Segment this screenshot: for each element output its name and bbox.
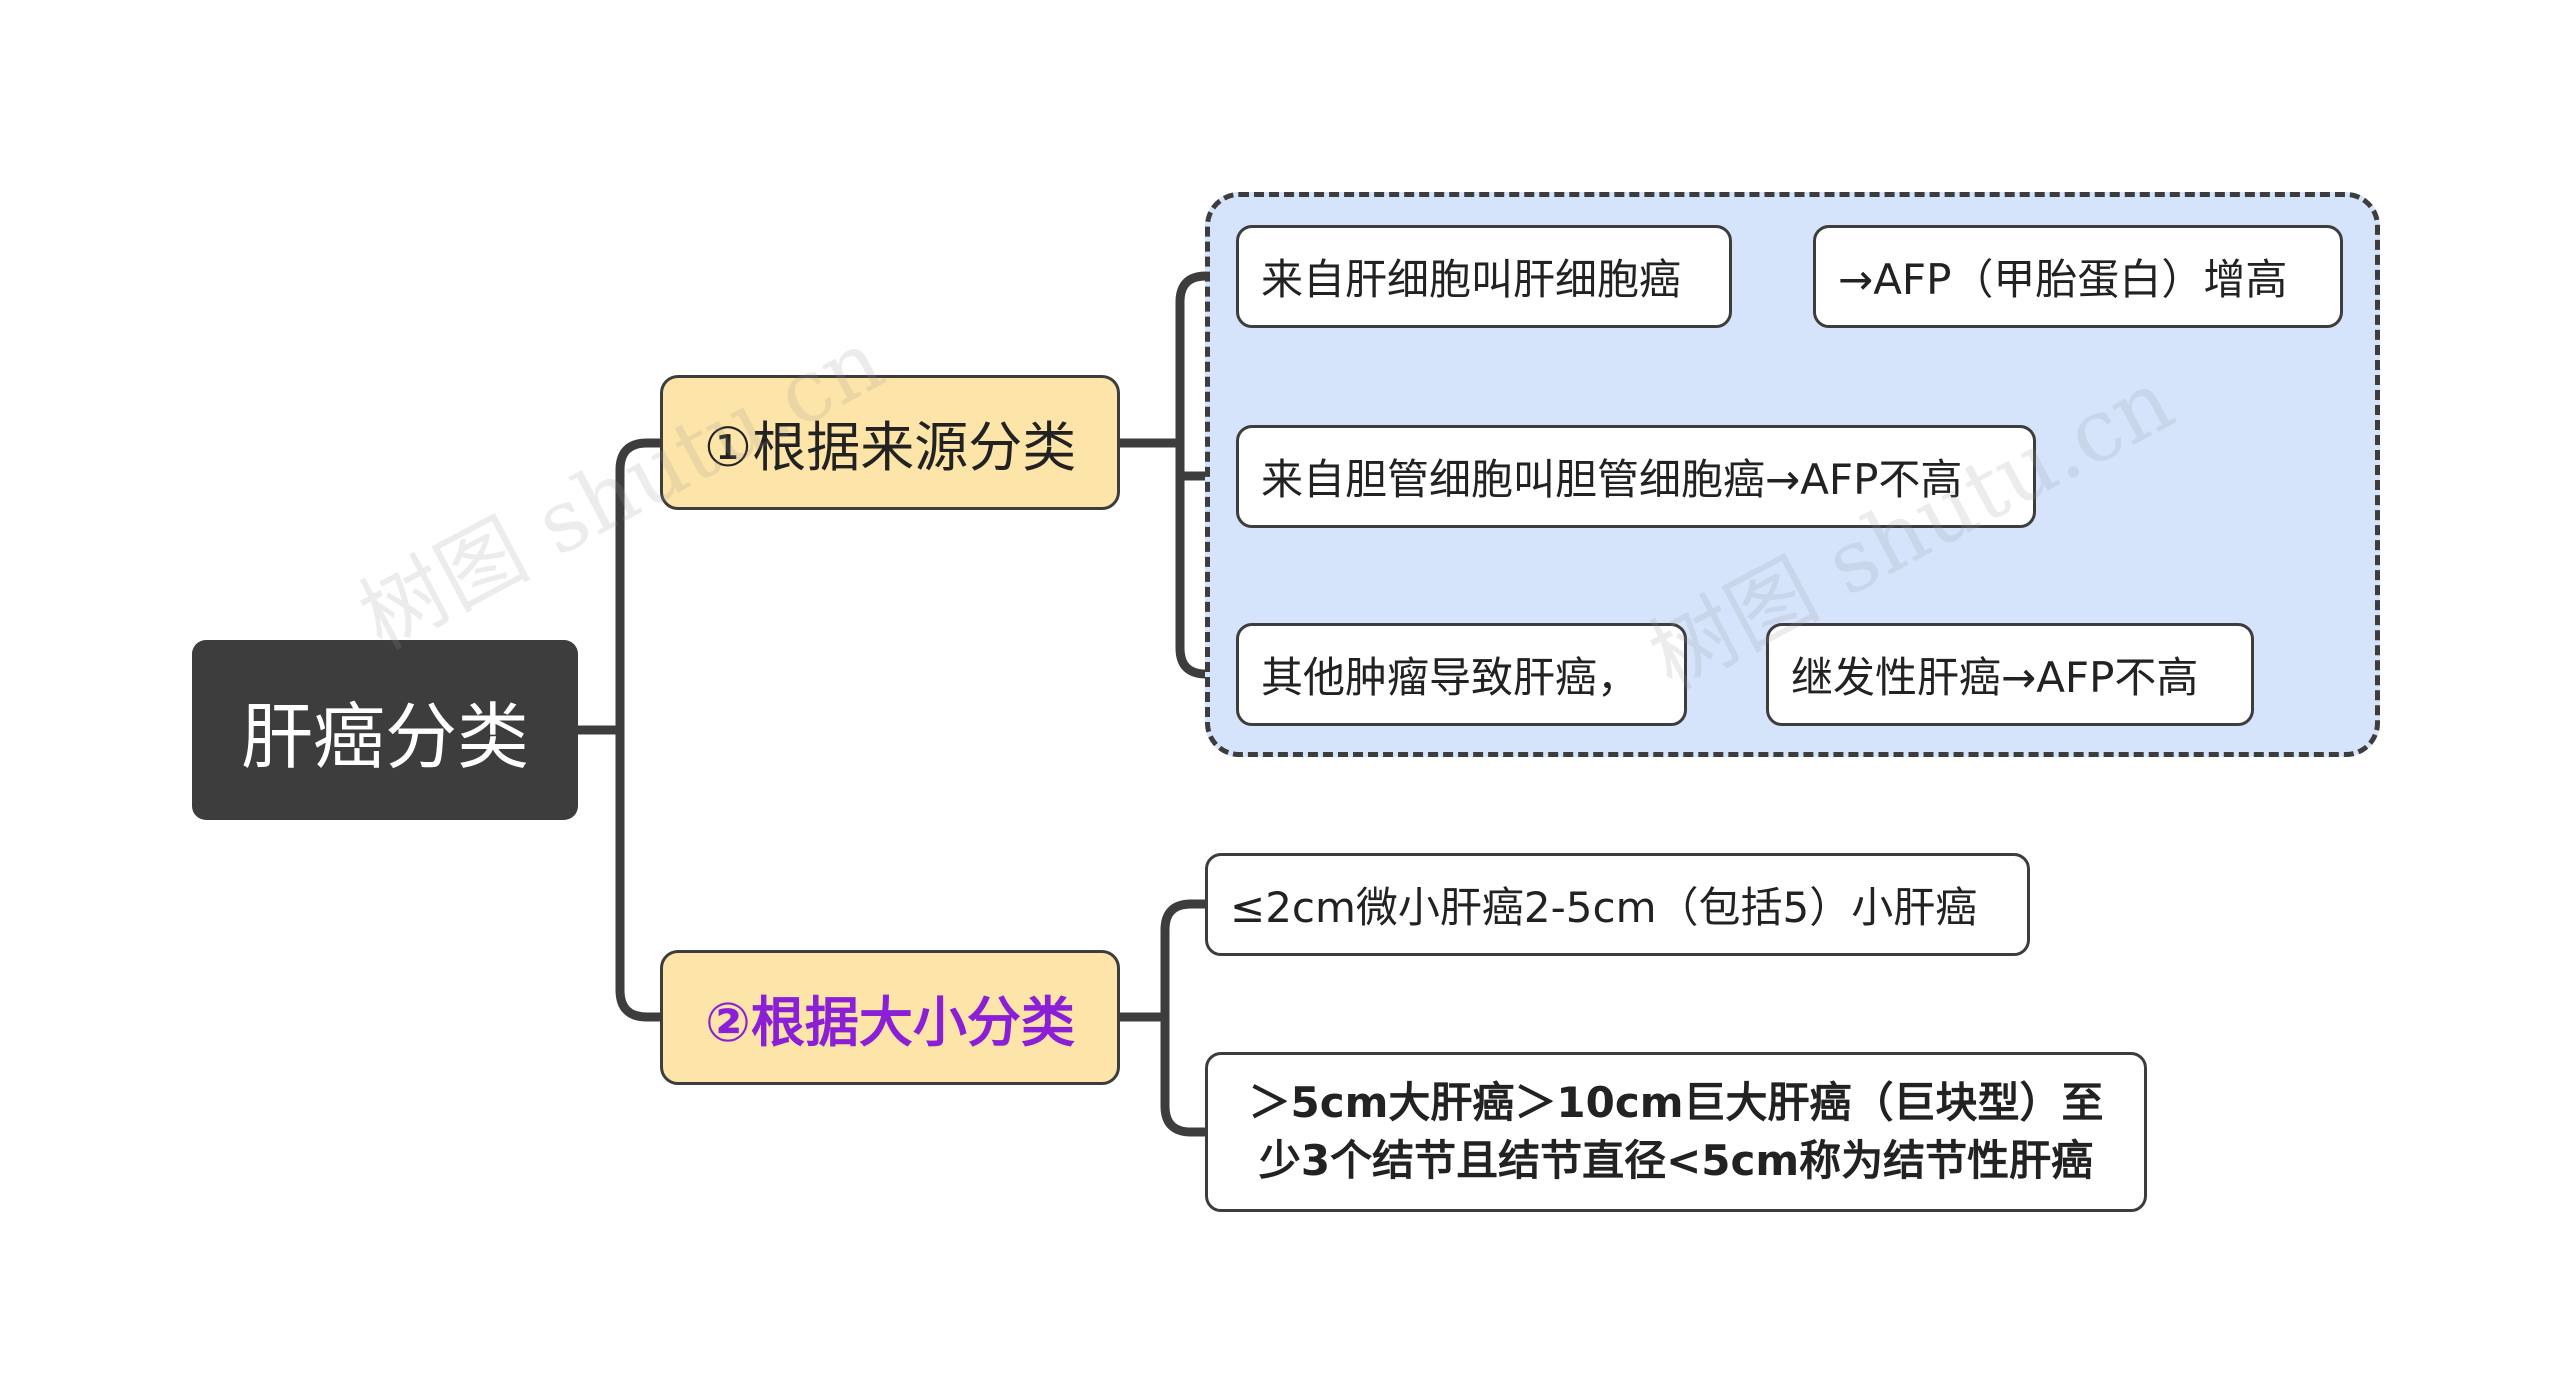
branch-label: ②根据大小分类 bbox=[705, 991, 1075, 1054]
leaf-label: 来自肝细胞叫肝细胞癌 bbox=[1261, 255, 1682, 304]
leaf-label: 继发性肝癌→AFP不高 bbox=[1791, 653, 2199, 702]
connector-branch2-leaf1 bbox=[1160, 899, 1210, 1022]
leaf-label-line-2: 少3个结节且结节直径<5cm称为结节性肝癌 bbox=[1258, 1136, 2094, 1185]
leaf-label-line-1: ＞5cm大肝癌＞10cm巨大肝癌（巨块型）至 bbox=[1248, 1078, 2104, 1127]
leaf-label: 其他肿瘤导致肝癌， bbox=[1261, 653, 1640, 702]
leaf-node-other-tumor[interactable]: 其他肿瘤导致肝癌， bbox=[1236, 623, 1687, 726]
leaf-node-cholangiocellular[interactable]: 来自胆管细胞叫胆管细胞癌→AFP不高 bbox=[1236, 425, 2036, 528]
root-node[interactable]: 肝癌分类 bbox=[192, 640, 578, 820]
leaf-node-afp-high[interactable]: →AFP（甲胎蛋白）增高 bbox=[1813, 225, 2343, 328]
branch-node-source[interactable]: ①根据来源分类 bbox=[660, 375, 1120, 510]
leaf-node-small-size[interactable]: ≤2cm微小肝癌2-5cm（包括5）小肝癌 bbox=[1205, 853, 2030, 956]
branch-node-size[interactable]: ②根据大小分类 bbox=[660, 950, 1120, 1085]
leaf-node-large-size[interactable]: ＞5cm大肝癌＞10cm巨大肝癌（巨块型）至 少3个结节且结节直径<5cm称为结… bbox=[1205, 1052, 2147, 1212]
connector-root-branch2 bbox=[615, 725, 665, 1022]
leaf-node-hepatocellular[interactable]: 来自肝细胞叫肝细胞癌 bbox=[1236, 225, 1732, 328]
leaf-node-secondary[interactable]: 继发性肝癌→AFP不高 bbox=[1766, 623, 2254, 726]
connector-root-branch1 bbox=[615, 438, 665, 735]
leaf-label: 来自胆管细胞叫胆管细胞癌→AFP不高 bbox=[1261, 455, 1963, 504]
leaf-label-block: ＞5cm大肝癌＞10cm巨大肝癌（巨块型）至 少3个结节且结节直径<5cm称为结… bbox=[1249, 1074, 2104, 1190]
leaf-label: ≤2cm微小肝癌2-5cm（包括5）小肝癌 bbox=[1230, 883, 1978, 932]
connector-branch2-leaf2 bbox=[1160, 1012, 1210, 1137]
root-label: 肝癌分类 bbox=[240, 694, 529, 779]
branch-label: ①根据来源分类 bbox=[703, 416, 1077, 479]
leaf-label: →AFP（甲胎蛋白）增高 bbox=[1838, 255, 2288, 304]
